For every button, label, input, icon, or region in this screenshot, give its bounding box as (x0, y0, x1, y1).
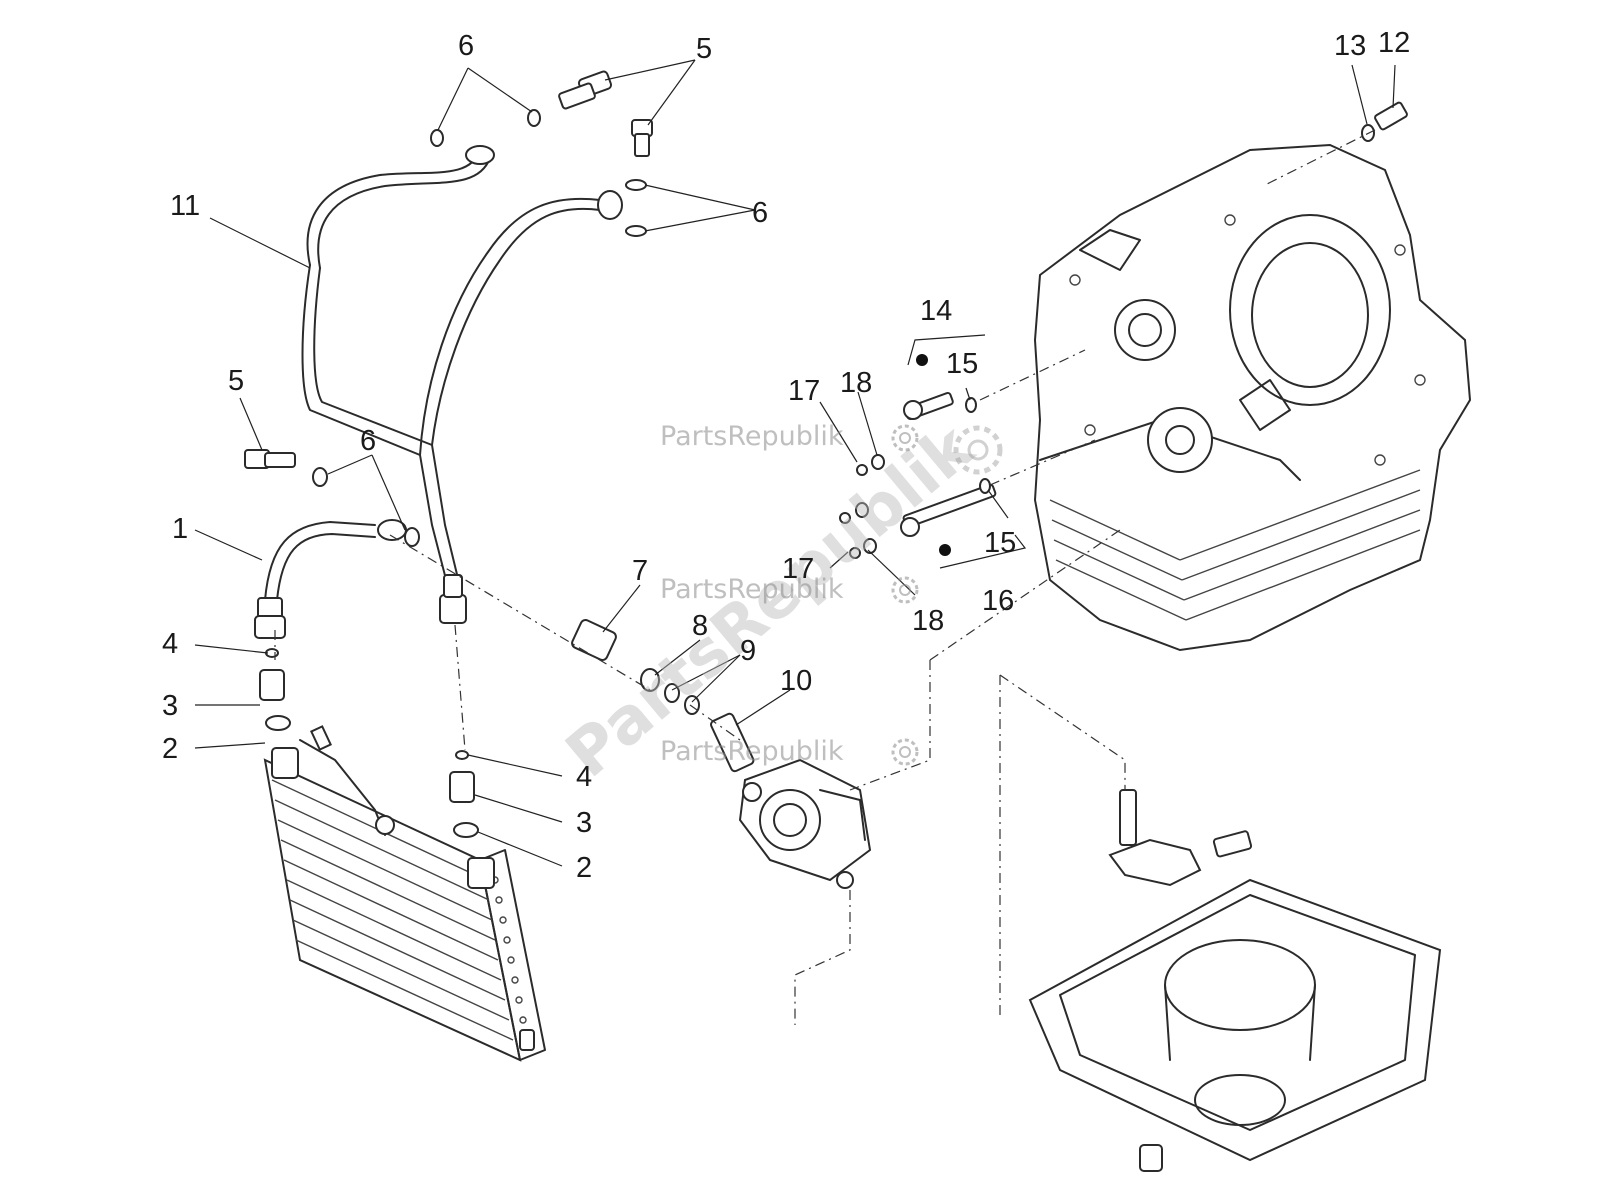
callout-label-5: 5 (696, 33, 712, 65)
oil-pump (738, 758, 872, 889)
gear-icon (891, 576, 919, 604)
callout-label-2: 2 (162, 733, 178, 765)
callout-label-14: 14 (920, 295, 952, 327)
callout-label-16: 16 (982, 585, 1014, 617)
gear-icon (891, 424, 919, 452)
callout-label-12: 12 (1378, 27, 1410, 59)
callout-label-2: 2 (576, 852, 592, 884)
callout-label-1: 1 (172, 513, 188, 545)
hose-11 (301, 145, 623, 624)
callout-label-18: 18 (840, 367, 872, 399)
assembly-lines (274, 129, 1376, 1025)
callout-label-6: 6 (360, 425, 376, 457)
callout-label-4: 4 (576, 761, 592, 793)
hose-1 (254, 519, 407, 639)
gear-icon (953, 425, 1003, 475)
callout-label-17: 17 (782, 553, 814, 585)
callout-label-4: 4 (162, 628, 178, 660)
callout-label-11: 11 (170, 190, 200, 222)
callout-label-15: 15 (984, 527, 1016, 559)
callout-label-8: 8 (692, 610, 708, 642)
callout-label-10: 10 (780, 665, 812, 697)
callout-label-5: 5 (228, 365, 244, 397)
callout-label-13: 13 (1334, 30, 1366, 62)
callout-label-17: 17 (788, 375, 820, 407)
callout-label-6: 6 (752, 197, 768, 229)
callout-label-18: 18 (912, 605, 944, 637)
callout-label-7: 7 (632, 555, 648, 587)
callout-label-15: 15 (946, 348, 978, 380)
watermark-logo-1: PartsRepublik (660, 421, 844, 452)
oil-sump (1028, 789, 1442, 1172)
watermark-logo-2: PartsRepublik (660, 574, 844, 605)
callout-labels: 6 5 6 11 5 6 1 4 3 2 4 3 2 7 8 9 10 13 1… (162, 27, 1410, 884)
callout-label-3: 3 (576, 807, 592, 839)
callout-label-6: 6 (458, 30, 474, 62)
watermark-group: PartsRepublik PartsRepublik PartsRepubli… (553, 410, 1003, 792)
leader-lines (194, 59, 1396, 867)
gear-icon (891, 738, 919, 766)
oil-cooler (263, 725, 546, 1062)
watermark-logo-3: PartsRepublik (660, 736, 844, 767)
callout-label-9: 9 (740, 635, 756, 667)
callout-label-3: 3 (162, 690, 178, 722)
engine-crankcase (1033, 143, 1472, 652)
